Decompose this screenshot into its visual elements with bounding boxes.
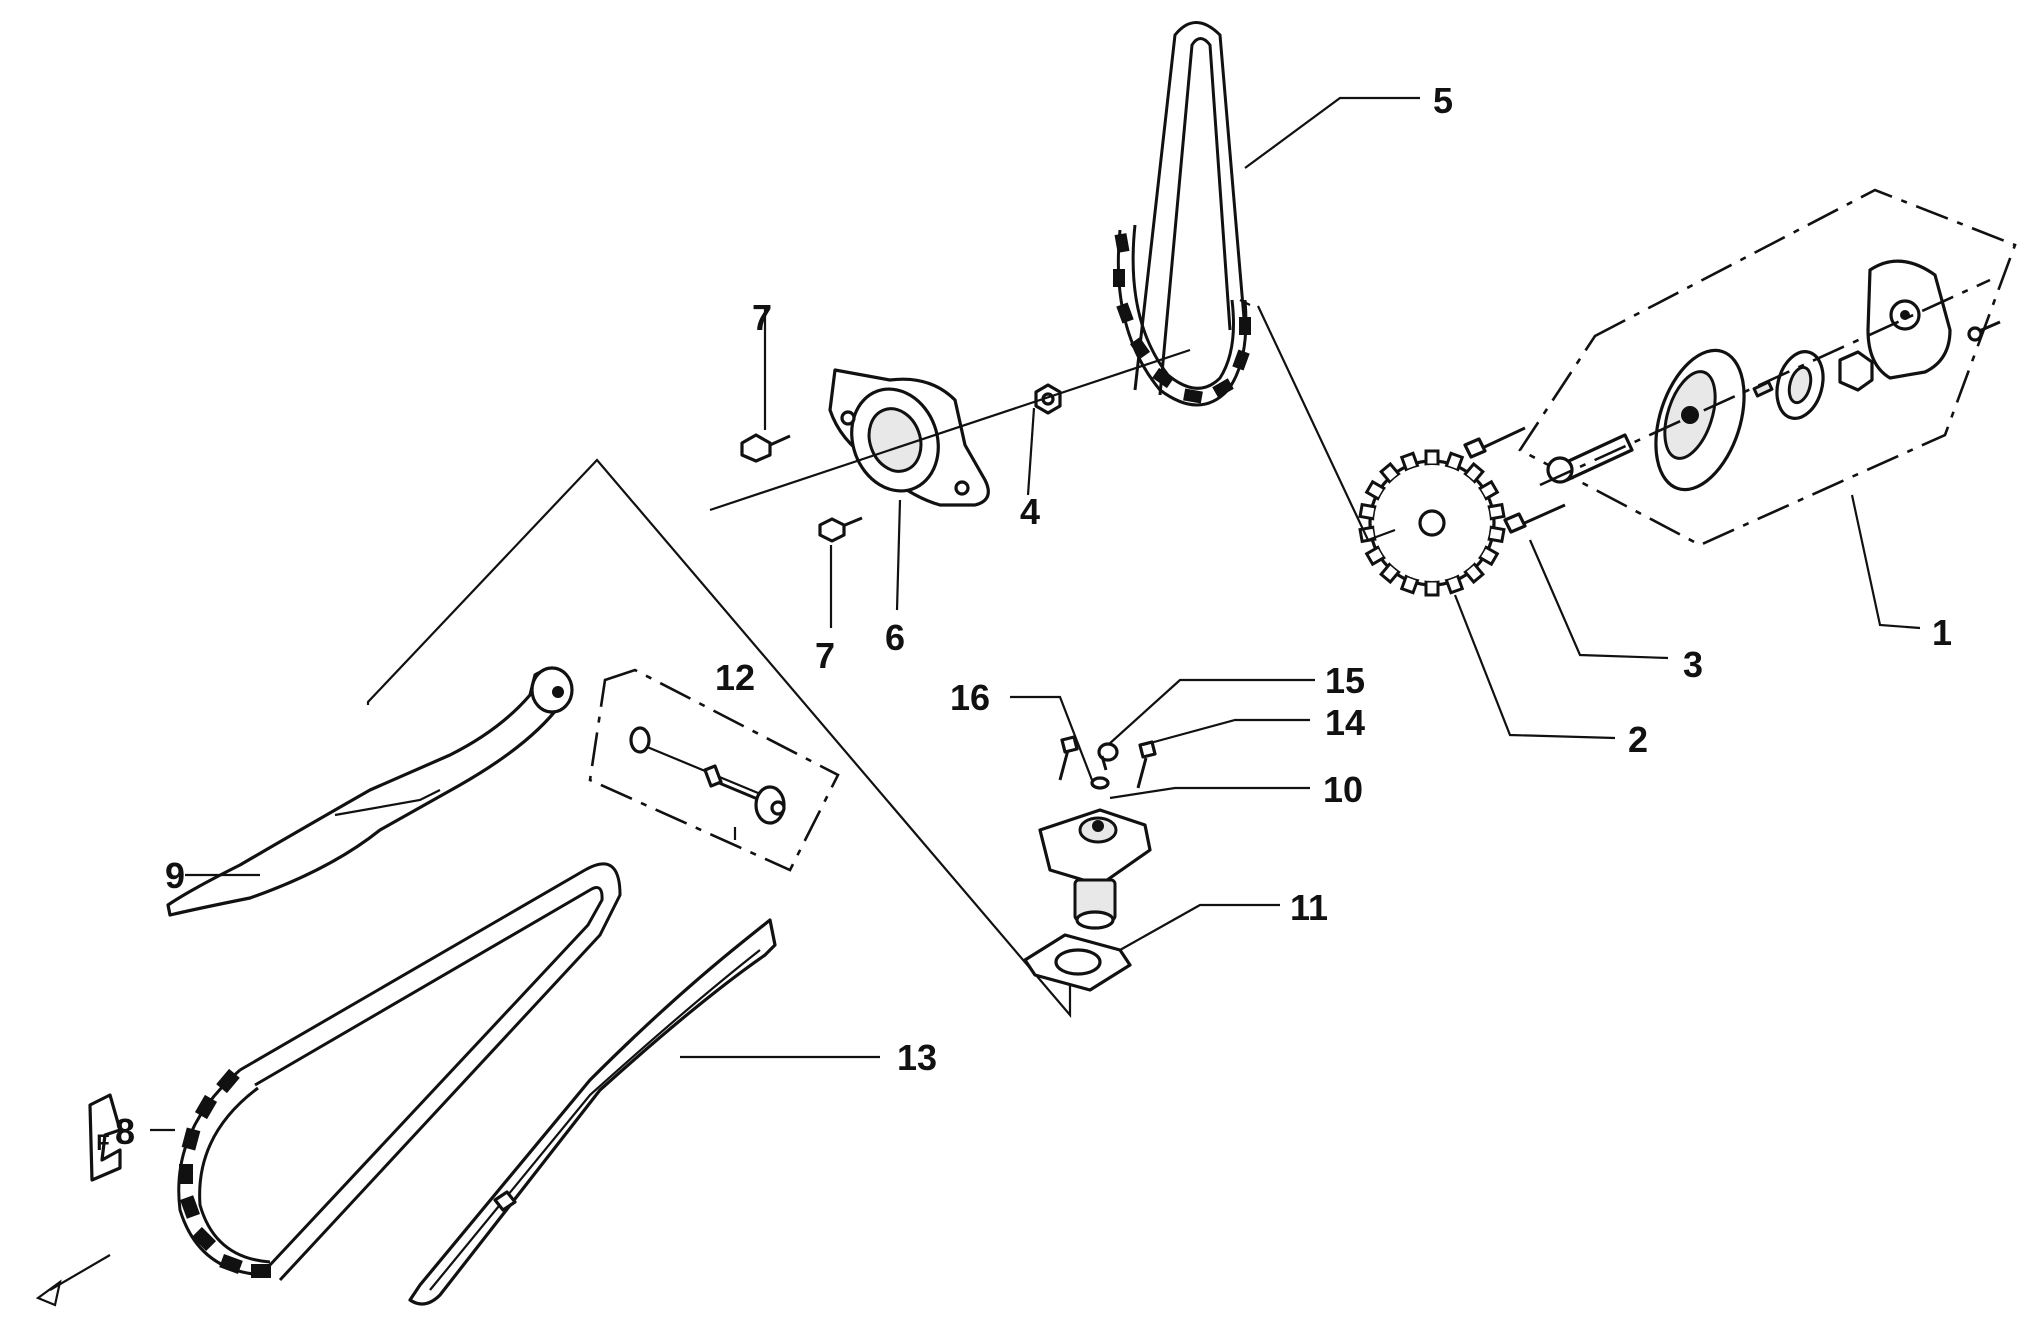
cover-bolts-part-7 <box>740 433 863 543</box>
callout-5: 5 <box>1433 80 1453 121</box>
callout-11: 11 <box>1290 887 1328 928</box>
callout-3: 3 <box>1683 644 1703 685</box>
tensioner-part-10 <box>1038 808 1152 930</box>
oil-pump-parts <box>1539 259 2001 492</box>
oil-pump-assembly-outline <box>1518 188 2017 547</box>
callout-9: 9 <box>165 855 185 896</box>
callout-2: 2 <box>1628 719 1648 760</box>
oil-pump-sprocket <box>1257 305 1506 597</box>
callout-15: 15 <box>1325 660 1365 701</box>
chain-guide-part-13 <box>408 918 777 1306</box>
assembly-guide-line <box>366 458 1072 1018</box>
callout-1: 1 <box>1932 612 1952 653</box>
pivot-bolt-group-part-12 <box>588 668 840 872</box>
nut-part-4 <box>1034 383 1062 415</box>
callout-7a: 7 <box>752 297 772 338</box>
callout-14: 14 <box>1325 702 1365 743</box>
pump-bolts <box>1463 426 1566 534</box>
cam-chain-lower <box>177 862 622 1282</box>
callout-labels: 1 2 3 4 5 6 7 7 8 9 10 11 12 13 14 15 16 <box>115 80 1952 1152</box>
callout-6: 6 <box>885 617 905 658</box>
cover-plate-part-6 <box>709 348 1191 512</box>
leader-lines <box>150 96 1921 1132</box>
front-direction-mark: F <box>35 1093 122 1307</box>
callout-10: 10 <box>1323 769 1363 810</box>
front-mark-label: F <box>96 1130 109 1155</box>
callout-16: 16 <box>950 677 990 718</box>
callout-12: 12 <box>715 657 755 698</box>
gasket-part-11 <box>1023 933 1132 992</box>
callout-4: 4 <box>1020 491 1040 532</box>
cam-chain-upper <box>1113 21 1251 407</box>
callout-7b: 7 <box>815 635 835 676</box>
bolt-part-16 <box>1058 735 1079 781</box>
callout-13: 13 <box>897 1037 937 1078</box>
tensioner-arm-part-9 <box>166 666 574 917</box>
bolt-part-14 <box>1136 740 1157 789</box>
callout-8: 8 <box>115 1111 135 1152</box>
oring-part-16b <box>1090 776 1110 790</box>
washer-part-15 <box>1097 742 1119 771</box>
